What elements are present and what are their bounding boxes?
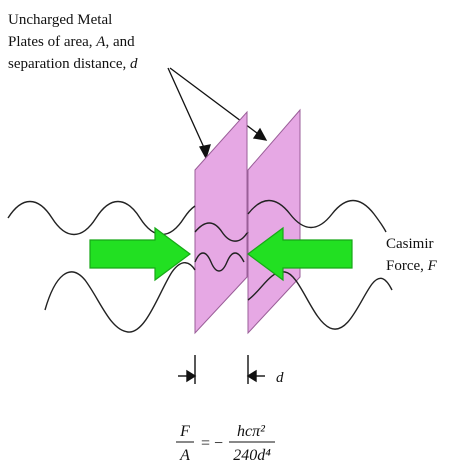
vacuum-wave-outer-left-upper — [7, 201, 196, 235]
vacuum-wave-outer-right-upper — [247, 199, 387, 233]
plates-label-line3: separation distance, d — [8, 56, 138, 72]
plates-label-line3-pre: separation distance, — [8, 56, 130, 72]
plates-label-line2-pre: Plates of area, — [8, 34, 96, 50]
plates-label-line2: Plates of area, A, and — [8, 34, 135, 50]
dimension-arrowhead-left — [186, 369, 197, 383]
casimir-force-equation: F A = − hcπ² 240d⁴ — [176, 423, 275, 464]
separation-distance-label: d — [276, 370, 284, 386]
standing-wave-gap-upper-overlay — [194, 222, 248, 242]
plates-label-distance-var: d — [130, 56, 138, 72]
casimir-force-arrow-left — [89, 226, 192, 282]
equation-lhs-numerator: F — [179, 423, 190, 440]
metal-plate-right — [247, 108, 301, 335]
pointer-arrowhead-right — [252, 127, 268, 141]
casimir-force-arrow-right — [246, 226, 353, 282]
equation-equals-minus: = − — [201, 435, 223, 452]
force-label-force-var: F — [427, 258, 438, 274]
equation-lhs-denominator: A — [179, 447, 190, 464]
force-label-line1: Casimir — [386, 236, 434, 252]
label-pointer-arrows — [167, 67, 268, 160]
force-label-line2: Force, F — [386, 258, 438, 274]
metal-plate-left — [194, 110, 248, 335]
equation-rhs-numerator: hcπ² — [237, 423, 266, 440]
plates-label-line2-post: , and — [105, 34, 135, 50]
separation-dimension-marker — [178, 355, 265, 384]
dimension-arrowhead-right — [246, 369, 257, 383]
equation-rhs-denominator: 240d⁴ — [233, 447, 271, 464]
force-label-line2-pre: Force, — [386, 258, 428, 274]
pointer-arrowhead-left — [199, 144, 211, 160]
vacuum-wave-outer-left-lower — [44, 262, 196, 333]
plates-label-line1: Uncharged Metal — [8, 12, 112, 28]
standing-wave-gap-lower-overlay — [194, 252, 245, 272]
pointer-line-left — [167, 67, 207, 153]
plates-label-area-var: A — [95, 34, 106, 50]
